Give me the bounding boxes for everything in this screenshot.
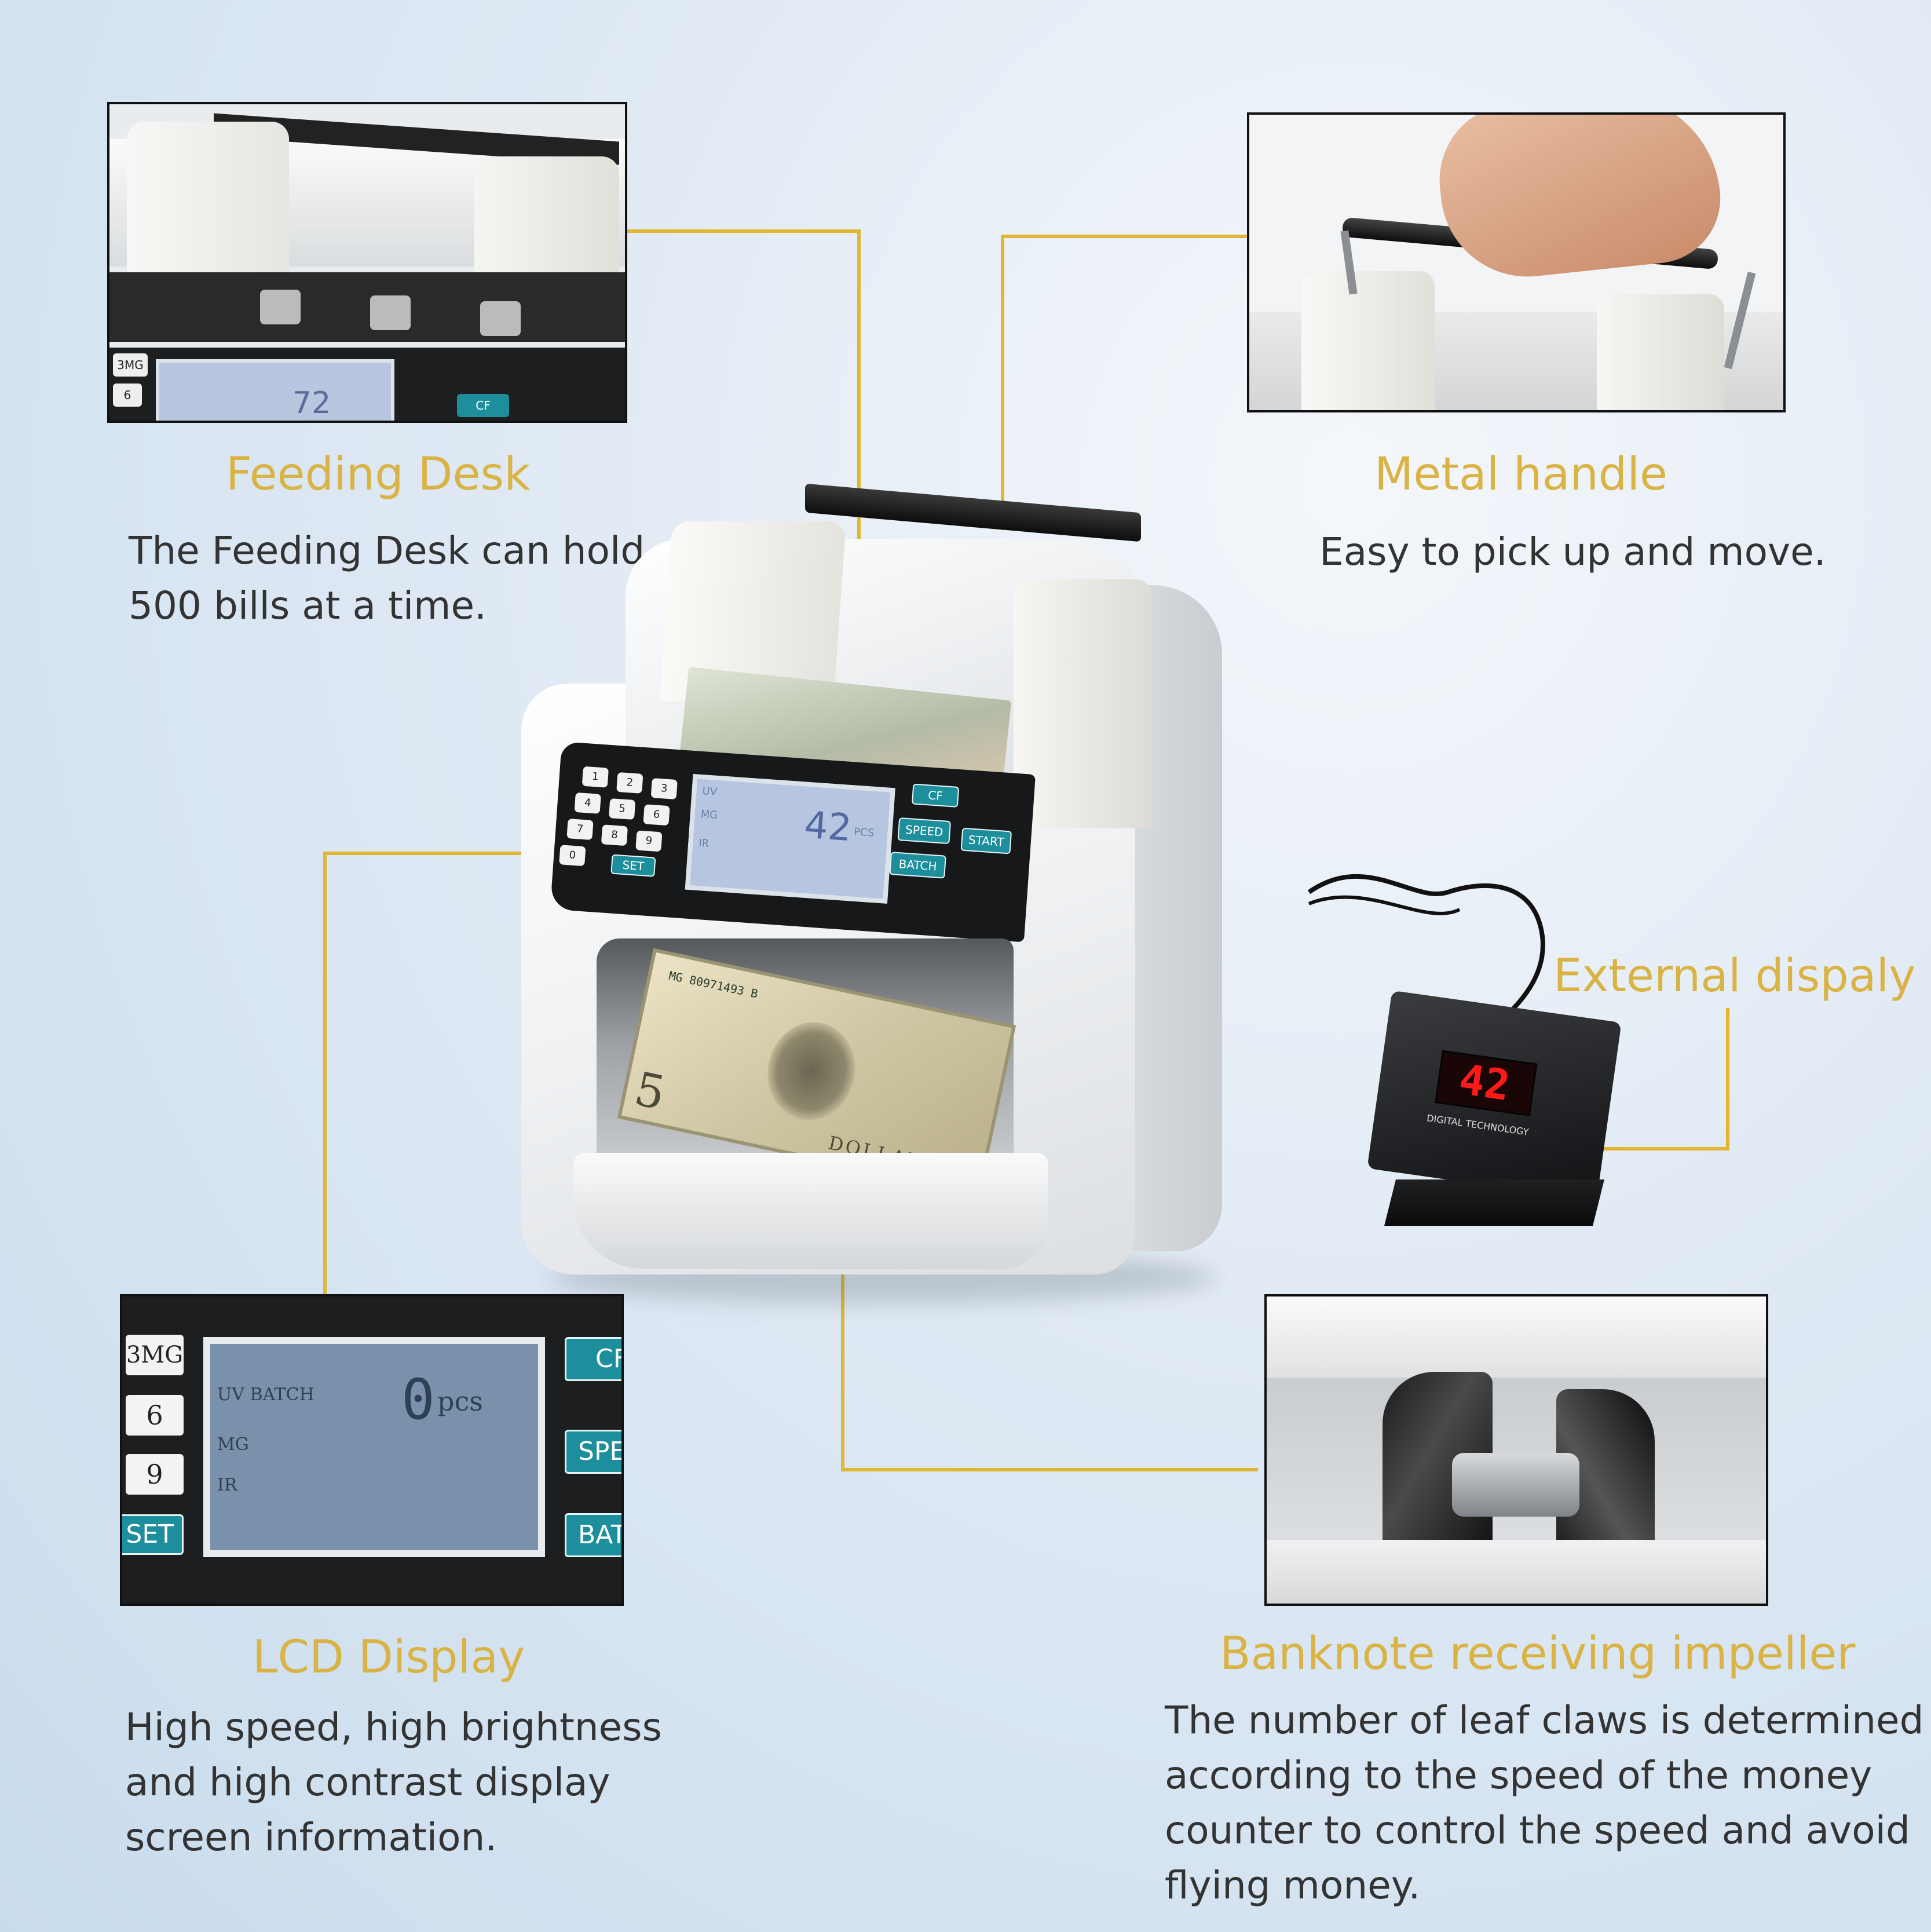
banknote-serial: MG 80971493 B xyxy=(667,968,759,1001)
leader-impeller-v xyxy=(841,1135,844,1471)
lcd-display-description: High speed, high brightness and high con… xyxy=(125,1700,662,1865)
impeller-line-3: counter to control the speed and avoid xyxy=(1165,1808,1910,1853)
batch-button[interactable]: BATCH xyxy=(889,852,946,879)
impeller-title: Banknote receiving impeller xyxy=(1220,1628,1856,1680)
feeding-desk-photo: 3MG 6 72 CF xyxy=(107,102,627,423)
right-bill-guide xyxy=(1014,579,1153,828)
banknote-portrait xyxy=(758,1014,865,1128)
impeller-top-rail xyxy=(1267,1296,1766,1378)
impeller-line-4: flying money. xyxy=(1165,1863,1421,1908)
top-rail xyxy=(805,483,1141,542)
leader-feeding-v xyxy=(857,229,861,697)
key-0[interactable]: 0 xyxy=(559,845,586,867)
key-7[interactable]: 7 xyxy=(566,819,594,841)
lcd-mode-uv: UV xyxy=(701,785,718,798)
leader-lcd-v xyxy=(323,852,327,1295)
key-3mg: 3MG xyxy=(113,353,148,377)
lcd-unit: PCS xyxy=(853,826,875,839)
roller-2 xyxy=(370,295,411,330)
key-1[interactable]: 1 xyxy=(582,766,609,788)
key-5[interactable]: 5 xyxy=(608,798,636,820)
speed-button[interactable]: SPEED xyxy=(897,817,952,845)
metal-handle-photo xyxy=(1247,112,1786,412)
roller-3 xyxy=(480,301,521,336)
closeup-lcd-line-ir: IR xyxy=(217,1475,237,1495)
impeller-description: The number of leaf claws is determined a… xyxy=(1165,1693,1924,1913)
closeup-cf-button: CF xyxy=(565,1337,621,1381)
external-display-screen: 42 xyxy=(1435,1050,1538,1116)
key-4[interactable]: 4 xyxy=(574,792,601,814)
closeup-lcd-line-mg: MG xyxy=(217,1434,249,1455)
key-6[interactable]: 6 xyxy=(643,804,670,826)
feeding-desk-description: The Feeding Desk can hold 500 bills at a… xyxy=(129,523,645,633)
key-8[interactable]: 8 xyxy=(601,824,628,846)
closeup-key-set: SET xyxy=(122,1514,184,1555)
control-panel: 1 2 3 4 5 6 7 8 9 0 SET UV MG IR 42 PCS … xyxy=(550,742,1036,943)
left-guide xyxy=(127,122,289,272)
external-display-body: 42 DIGITAL TECHNOLOGY xyxy=(1367,990,1622,1201)
metal-handle-line-1: Easy to pick up and move. xyxy=(1319,529,1826,574)
impeller-shaft xyxy=(1452,1453,1579,1517)
lcd-mode-mg: MG xyxy=(700,808,718,822)
set-button[interactable]: SET xyxy=(610,854,656,877)
key-9[interactable]: 9 xyxy=(635,830,663,852)
external-display-stand xyxy=(1384,1179,1604,1226)
closeup-lcd-line-uv-batch: UV BATCH xyxy=(217,1385,314,1405)
leader-handle-h xyxy=(1001,235,1248,238)
lcd-count: 42 xyxy=(803,804,853,850)
lcd-display-photo: 3MG 6 9 SET UV BATCH MG IR 0 pcs CF SPE … xyxy=(120,1294,624,1606)
closeup-key-9: 9 xyxy=(126,1454,184,1495)
closeup-lcd-unit: pcs xyxy=(437,1386,483,1417)
leader-feeding-h xyxy=(627,229,861,233)
feeding-desk-line-1: The Feeding Desk can hold xyxy=(129,528,645,573)
leader-external-h xyxy=(1600,1147,1729,1151)
feeding-desk-line-2: 500 bills at a time. xyxy=(129,583,487,628)
closeup-big-lcd: UV BATCH MG IR 0 pcs xyxy=(203,1337,545,1557)
key-3[interactable]: 3 xyxy=(650,778,678,800)
metal-handle-description: Easy to pick up and move. xyxy=(1319,524,1826,579)
feed-slot xyxy=(109,272,625,342)
leader-handle-v xyxy=(1001,235,1004,530)
closeup-lcd: 72 xyxy=(156,359,394,421)
leader-impeller-h xyxy=(841,1468,1258,1471)
metal-handle-title: Metal handle xyxy=(1374,448,1667,501)
key-6: 6 xyxy=(113,384,142,407)
lcd-mode-ir: IR xyxy=(698,837,710,850)
key-2[interactable]: 2 xyxy=(616,772,643,794)
external-display-count: 42 xyxy=(1456,1054,1513,1111)
external-display-title: External dispaly xyxy=(1553,950,1916,1002)
lcd-display-line-1: High speed, high brightness xyxy=(125,1705,663,1750)
guide-left xyxy=(1301,271,1435,410)
cf-button[interactable]: CF xyxy=(911,783,960,808)
start-button[interactable]: START xyxy=(960,827,1012,854)
machine-lcd: UV MG IR 42 PCS xyxy=(685,773,895,904)
pocket-lip xyxy=(573,1153,1048,1269)
closeup-cf-button: CF xyxy=(457,394,509,417)
feeding-desk-title: Feeding Desk xyxy=(226,448,531,501)
impeller-photo xyxy=(1264,1294,1768,1606)
lcd-display-line-3: screen information. xyxy=(125,1815,498,1860)
cable xyxy=(1307,874,1545,1031)
lcd-display-line-2: and high contrast display xyxy=(125,1760,610,1805)
external-display-unit: 42 DIGITAL TECHNOLOGY xyxy=(1367,990,1622,1249)
money-counter-machine: 1 2 3 4 5 6 7 8 9 0 SET UV MG IR 42 PCS … xyxy=(492,483,1315,1350)
impeller-tray xyxy=(1267,1540,1766,1604)
closeup-lcd-count: 0 xyxy=(401,1367,435,1432)
external-display-brand: DIGITAL TECHNOLOGY xyxy=(1426,1112,1530,1138)
closeup-batch-button: BAT xyxy=(565,1513,621,1557)
closeup-key-6: 6 xyxy=(126,1395,184,1436)
closeup-speed-button: SPE xyxy=(565,1430,621,1474)
impeller-line-2: according to the speed of the money xyxy=(1165,1753,1873,1798)
lcd-display-title: LCD Display xyxy=(253,1631,525,1683)
leader-external-v xyxy=(1726,1008,1729,1151)
impeller-line-1: The number of leaf claws is determined xyxy=(1165,1698,1924,1743)
closeup-key-3mg: 3MG xyxy=(126,1335,184,1375)
closeup-lcd-value: 72 xyxy=(292,386,331,421)
roller-1 xyxy=(260,290,301,324)
banknote-denomination: 5 xyxy=(630,1061,670,1121)
guide-right xyxy=(1597,294,1724,410)
